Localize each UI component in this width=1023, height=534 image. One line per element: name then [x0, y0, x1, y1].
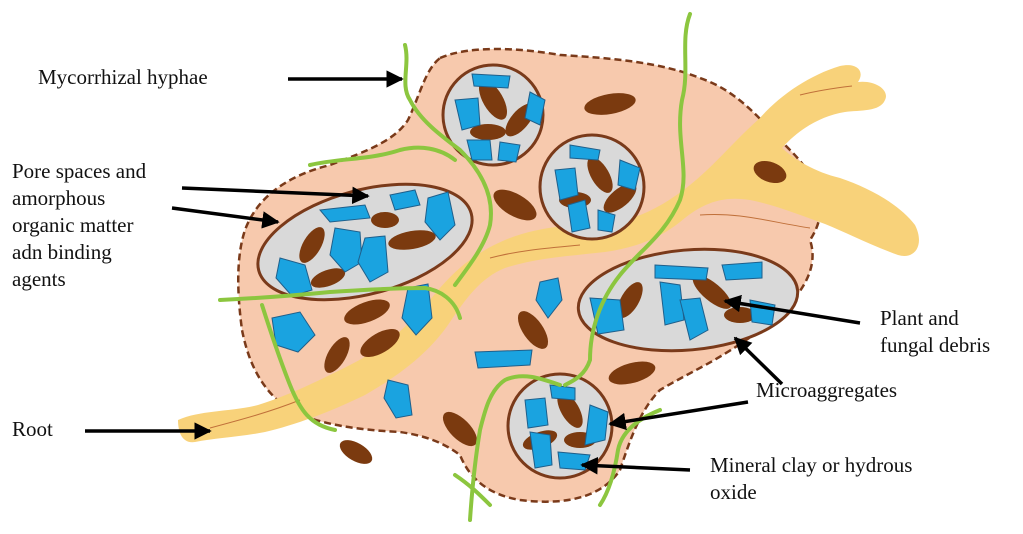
label-plant-fungal-debris: Plant and fungal debris [880, 305, 990, 359]
microaggregate-middle [540, 135, 644, 239]
label-pore-spaces: Pore spaces and amorphous organic matter… [12, 158, 146, 293]
label-mycorrhizal-hyphae: Mycorrhizal hyphae [38, 64, 208, 91]
microaggregate-bottom [508, 374, 612, 478]
label-microaggregates: Microaggregates [756, 377, 897, 404]
label-mineral-clay: Mineral clay or hydrous oxide [710, 452, 912, 506]
label-root: Root [12, 416, 53, 443]
